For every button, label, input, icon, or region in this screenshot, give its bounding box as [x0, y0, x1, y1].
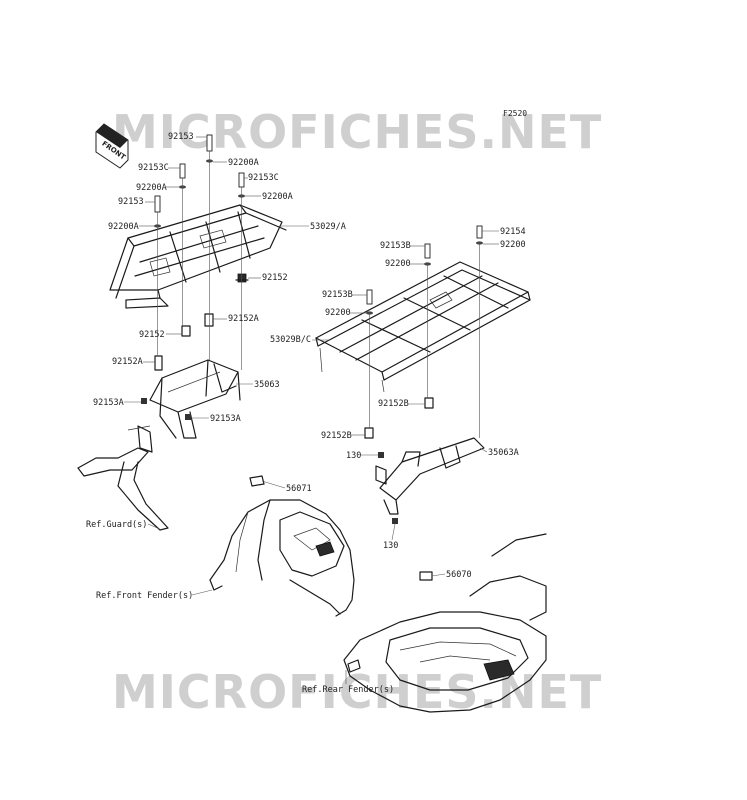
- watermark-bottom: MICROFICHES.NET: [112, 665, 602, 719]
- ref-guard: Ref.Guard(s): [86, 520, 147, 530]
- label-92152B: 92152B: [378, 399, 409, 409]
- label-53029B: 53029B/C: [270, 335, 311, 345]
- label-92154: 92154: [500, 227, 526, 237]
- label-56071: 56071: [286, 484, 312, 494]
- label-130: 130: [383, 541, 398, 551]
- label-92153A: 92153A: [210, 414, 241, 424]
- label-92152A: 92152A: [112, 357, 143, 367]
- label-92152A: 92152A: [228, 314, 259, 324]
- label-92152B: 92152B: [321, 431, 352, 441]
- front-bracket-35063: [149, 359, 241, 439]
- front-guard-bracket: [77, 425, 169, 531]
- label-92200: 92200: [385, 259, 411, 269]
- label-92200A: 92200A: [136, 183, 167, 193]
- ref-front-fender: Ref.Front Fender(s): [96, 591, 193, 601]
- label-92200A: 92200A: [108, 222, 139, 232]
- label-35063: 35063: [254, 380, 280, 390]
- label-92200: 92200: [500, 240, 526, 250]
- diagram-code: F2520: [503, 109, 527, 118]
- rear-fasteners: [364, 225, 483, 524]
- front-arrow-icon: FRONT: [95, 123, 129, 169]
- label-53029A: 53029/A: [310, 222, 346, 232]
- rear-bracket-35063A: [375, 437, 485, 515]
- label-92200: 92200: [325, 308, 351, 318]
- rear-carrier-53029B: [315, 261, 531, 393]
- label-56070: 56070: [446, 570, 472, 580]
- reference-labels: Ref.Guard(s) Ref.Front Fender(s) Ref.Rea…: [86, 520, 394, 695]
- label-92200A: 92200A: [228, 158, 259, 168]
- label-92153A: 92153A: [93, 398, 124, 408]
- front-carrier-53029A: [109, 204, 287, 309]
- label-92153B: 92153B: [322, 290, 353, 300]
- label-92200A: 92200A: [262, 192, 293, 202]
- label-35063A: 35063A: [488, 448, 519, 458]
- label-92153: 92153: [168, 132, 194, 142]
- part-labels: 92153 92200A 92153C 92200A 92153 92200A …: [93, 132, 526, 580]
- label-92153C: 92153C: [138, 163, 169, 173]
- ref-rear-fender: Ref.Rear Fender(s): [302, 685, 394, 695]
- label-92153: 92153: [118, 197, 144, 207]
- label-92153B: 92153B: [380, 241, 411, 251]
- label-92153C: 92153C: [248, 173, 279, 183]
- label-130: 130: [346, 451, 361, 461]
- rear-fender: [343, 533, 547, 713]
- label-92152: 92152: [139, 330, 165, 340]
- watermark-top: MICROFICHES.NET: [112, 105, 602, 159]
- label-92152: 92152: [262, 273, 288, 283]
- front-fender: [209, 475, 355, 617]
- front-fasteners: [141, 134, 249, 420]
